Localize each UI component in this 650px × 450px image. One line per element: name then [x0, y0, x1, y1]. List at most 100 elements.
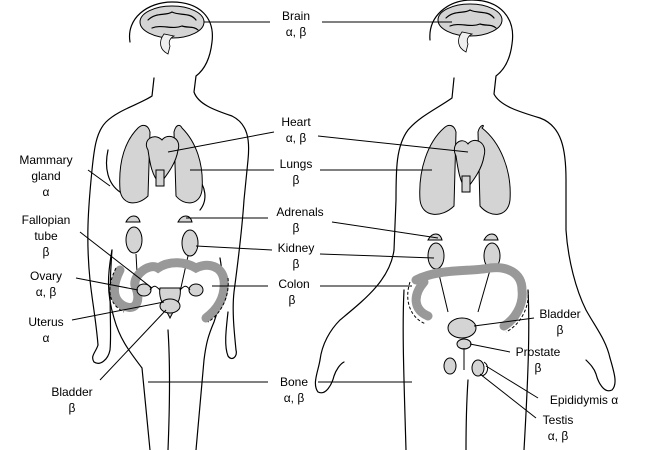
male-brain: [437, 3, 503, 37]
bladder-right-leader: [473, 317, 535, 327]
label-bladder-right-name: Bladder: [539, 307, 580, 321]
male-left-torso-outline: [319, 77, 455, 361]
female-right-fallopian: [179, 285, 191, 291]
label-colon-name: Colon: [278, 277, 309, 291]
female-colon-outline: [109, 267, 229, 323]
label-colon-receptors: β: [289, 293, 296, 307]
male-right-leg: [523, 289, 530, 450]
female-left-arm: [92, 249, 113, 364]
male-left-hand: [314, 359, 345, 394]
label-lungs-receptors: β: [293, 173, 300, 187]
male-right-hand: [585, 357, 616, 392]
label-fallopian-line1: Fallopian: [22, 213, 71, 227]
female-colon-fill: [110, 258, 229, 323]
male-right-testis: [471, 359, 485, 377]
male-aorta: [461, 175, 471, 193]
kidney-leader-left: [195, 245, 273, 251]
female-figure: [87, 1, 250, 450]
male-prostate: [456, 338, 472, 350]
label-epididymis: Epididymis α: [550, 393, 618, 407]
label-adrenals-name: Adrenals: [276, 205, 323, 219]
male-right-lung: [477, 124, 511, 215]
label-kidney-receptors: β: [293, 257, 300, 271]
female-left-adrenal: [125, 215, 141, 223]
female-hip-line: [107, 249, 151, 450]
male-epididymis: [481, 361, 489, 377]
leader-lines: [71, 21, 539, 419]
label-testis-name: Testis: [543, 413, 574, 427]
female-left-fallopian: [149, 285, 161, 291]
female-right-ovary: [188, 283, 204, 297]
label-lungs-name: Lungs: [280, 157, 313, 171]
label-ovary-name: Ovary: [30, 269, 62, 283]
female-brain: [139, 5, 205, 39]
label-adrenals-receptors: β: [293, 221, 300, 235]
female-bladder: [159, 298, 181, 314]
label-bladder-right-receptors: β: [557, 323, 564, 337]
label-bone-name: Bone: [280, 375, 308, 389]
female-left-lung: [119, 124, 151, 204]
kidney-leader-right: [319, 253, 435, 259]
male-brainstem: [458, 31, 474, 53]
label-mammary-receptors: α: [43, 185, 50, 199]
mammary-leader: [87, 169, 111, 187]
male-colon-fill: [411, 263, 527, 331]
label-brain-name: Brain: [282, 9, 310, 23]
female-left-kidney: [125, 226, 143, 254]
label-heart-receptors: α, β: [286, 131, 307, 145]
male-left-testis: [443, 357, 457, 375]
label-bone-receptors: α, β: [284, 391, 305, 405]
male-left-adrenal: [427, 233, 443, 241]
female-right-kidney: [181, 229, 199, 257]
female-brainstem: [160, 33, 176, 55]
label-prostate-receptors: β: [535, 361, 542, 375]
male-right-ureter: [477, 269, 491, 313]
label-uterus-receptors: α: [43, 331, 50, 345]
male-colon-outline: [407, 281, 529, 333]
female-right-arm: [225, 311, 237, 360]
female-right-lung: [173, 124, 203, 204]
male-figure: [314, 0, 616, 450]
label-heart-name: Heart: [281, 115, 311, 129]
label-brain-receptors: α, β: [286, 25, 307, 39]
female-right-adrenal: [177, 215, 193, 223]
label-bladder-left-receptors: β: [69, 401, 76, 415]
female-left-torso-outline: [87, 77, 155, 346]
label-ovary-receptors: α, β: [36, 285, 57, 299]
bladder-left-leader: [99, 309, 167, 381]
label-fallopian-line2: tube: [34, 229, 58, 243]
prostate-leader: [469, 343, 511, 353]
male-left-kidney: [427, 242, 445, 270]
label-kidney-name: Kidney: [278, 241, 315, 255]
male-brain-folds: [445, 9, 497, 29]
male-inner-leg: [465, 379, 469, 450]
label-mammary-line2: gland: [31, 169, 60, 183]
label-testis-receptors: α, β: [548, 429, 569, 443]
label-prostate-name: Prostate: [516, 345, 561, 359]
ovary-leader: [75, 277, 139, 291]
male-bladder: [447, 317, 477, 339]
adrenals-leader-right: [331, 221, 439, 239]
testis-leader: [479, 373, 537, 419]
female-inner-leg: [167, 329, 171, 450]
female-breast-line: [105, 149, 121, 193]
female-aorta: [155, 169, 165, 187]
label-uterus-name: Uterus: [28, 315, 63, 329]
labels: Brain α, β Heart α, β Lungs β Mammary gl…: [19, 9, 618, 443]
heart-leader-left: [167, 131, 275, 153]
label-mammary-line1: Mammary: [19, 153, 72, 167]
epididymis-leader: [485, 365, 539, 399]
label-bladder-left-name: Bladder: [51, 385, 92, 399]
male-left-lung: [419, 124, 457, 215]
uterus-leader: [71, 301, 165, 321]
female-head-outline: [128, 1, 250, 351]
label-fallopian-receptors: β: [43, 245, 50, 259]
male-head-outline: [429, 0, 611, 359]
male-left-leg: [402, 289, 407, 450]
male-right-adrenal: [483, 233, 499, 241]
female-brain-folds: [147, 11, 199, 31]
heart-leader-right: [317, 135, 469, 153]
fallopian-leader: [79, 231, 153, 289]
